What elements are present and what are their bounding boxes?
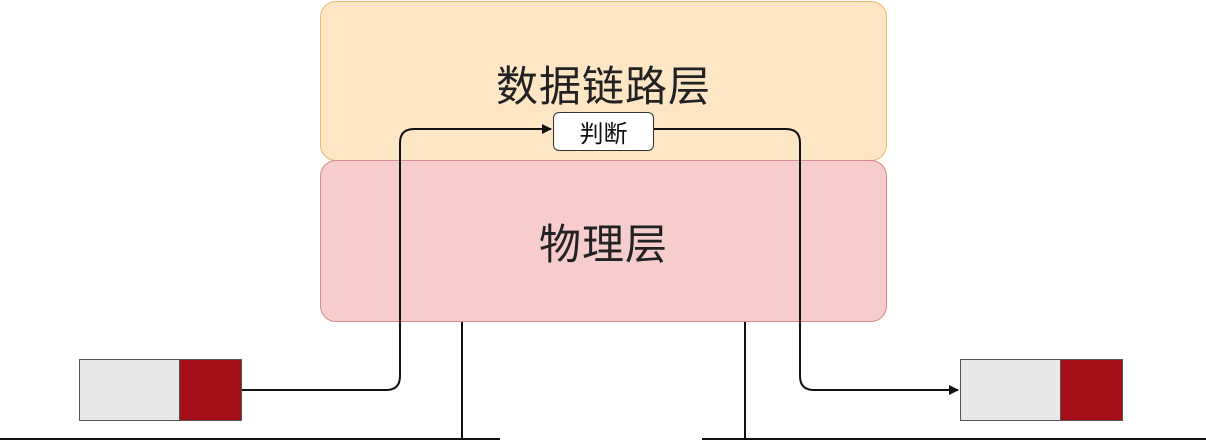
frame-trailer: [180, 360, 241, 420]
outgoing-frame: [960, 359, 1123, 421]
data-link-layer-label: 数据链路层: [495, 61, 711, 111]
incoming-frame: [79, 359, 242, 421]
physical-layer-label: 物理层: [538, 219, 668, 269]
incoming-arrow: [242, 124, 552, 391]
frame-trailer: [1061, 360, 1122, 420]
outgoing-arrow: [654, 128, 959, 395]
frame-payload: [80, 360, 180, 420]
decision-label: 判断: [579, 120, 628, 148]
frame-payload: [961, 360, 1061, 420]
decision-box: 判断: [553, 112, 654, 151]
physical-layer-box: 物理层: [320, 160, 887, 322]
